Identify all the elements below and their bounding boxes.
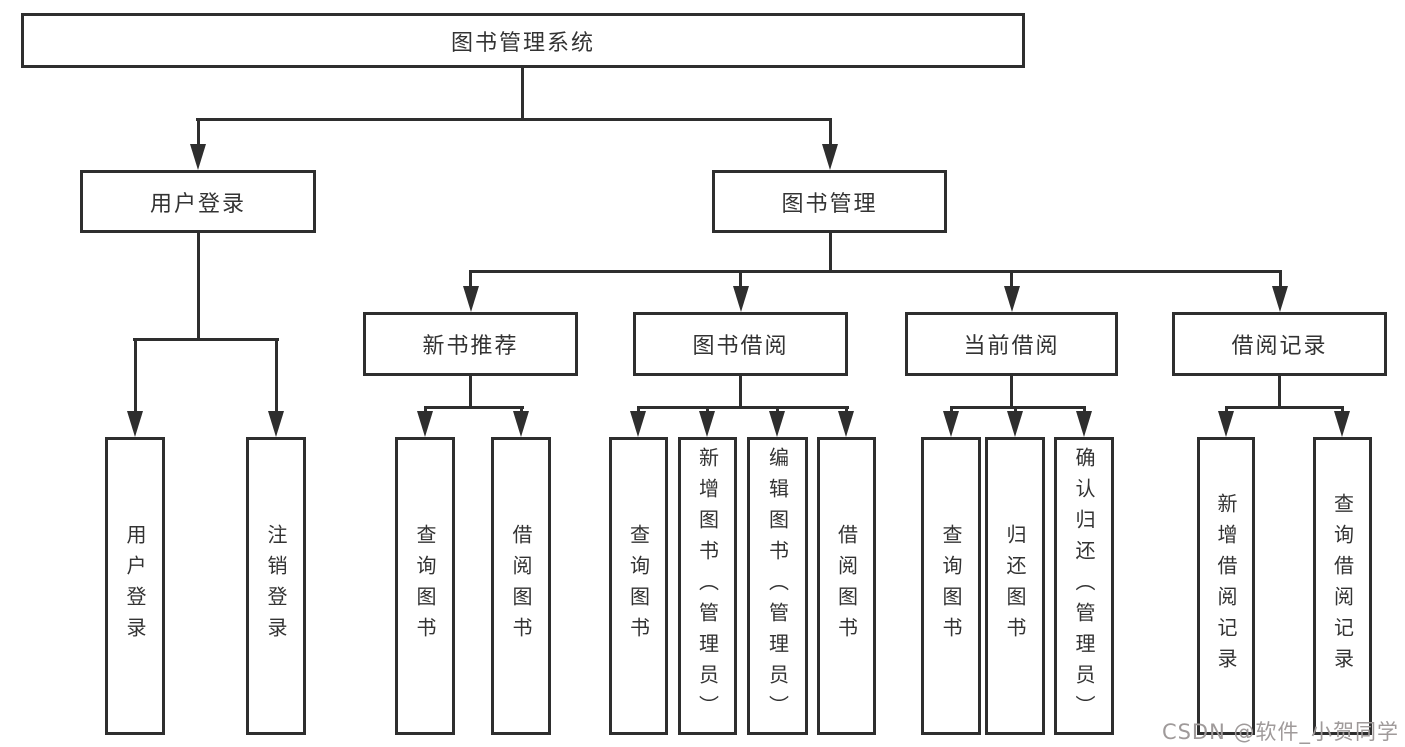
leaf-label: 查询图书 xyxy=(939,524,963,648)
arrowhead-down-icon xyxy=(1218,411,1234,437)
leaf-label: 查询图书 xyxy=(413,524,437,648)
arrowhead-down-icon xyxy=(769,411,785,437)
connector-borrow-records-stem xyxy=(1278,376,1281,408)
connector-user-login-stem xyxy=(197,233,200,338)
connector-book-borrow-bus xyxy=(637,406,849,409)
arrowhead-down-icon xyxy=(943,411,959,437)
connector-leaf-stem xyxy=(845,406,848,413)
node-library-management-system: 图书管理系统 xyxy=(21,13,1025,68)
arrowhead-down-icon xyxy=(268,411,284,437)
connector-leaf-stem xyxy=(776,406,779,413)
leaf-label: 新增图书（管理员） xyxy=(695,446,720,726)
arrowhead-down-icon xyxy=(190,144,206,170)
leaf-query-books-current: 查询图书 xyxy=(921,437,981,735)
node-current-borrowing: 当前借阅 xyxy=(905,312,1118,376)
connector-to-borrow-records xyxy=(1279,270,1282,290)
connector-new-book-bus xyxy=(424,406,524,409)
connector-book-mgmt-bus xyxy=(469,270,1282,273)
connector-to-current-borrow xyxy=(1010,270,1013,290)
leaf-label: 查询图书 xyxy=(626,524,651,648)
leaf-add-books-admin: 新增图书（管理员） xyxy=(678,437,737,735)
leaf-query-books-recommend: 查询图书 xyxy=(395,437,455,735)
leaf-label: 新增借阅记录 xyxy=(1214,493,1238,679)
node-label: 用户登录 xyxy=(149,191,246,217)
connector-to-new-book xyxy=(469,270,472,290)
arrowhead-down-icon xyxy=(417,411,433,437)
leaf-label: 编辑图书（管理员） xyxy=(765,446,790,726)
arrowhead-down-icon xyxy=(1334,411,1350,437)
leaf-label: 用户登录 xyxy=(123,524,147,648)
node-label: 图书借阅 xyxy=(692,334,789,359)
node-label: 当前借阅 xyxy=(963,334,1060,359)
leaf-user-login: 用户登录 xyxy=(105,437,165,735)
leaf-logout: 注销登录 xyxy=(246,437,306,735)
connector-to-user-login xyxy=(197,118,200,146)
arrowhead-down-icon xyxy=(1076,411,1092,437)
arrowhead-down-icon xyxy=(463,286,479,312)
leaf-label: 注销登录 xyxy=(264,524,288,648)
node-label: 借阅记录 xyxy=(1231,334,1328,359)
node-label: 图书管理系统 xyxy=(450,30,595,56)
connector-leaf-stem xyxy=(706,406,709,413)
node-borrowing-records: 借阅记录 xyxy=(1172,312,1387,376)
leaf-borrow-books: 借阅图书 xyxy=(817,437,876,735)
arrowhead-down-icon xyxy=(838,411,854,437)
arrowhead-down-icon xyxy=(699,411,715,437)
arrowhead-down-icon xyxy=(127,411,143,437)
leaf-edit-books-admin: 编辑图书（管理员） xyxy=(747,437,808,735)
connector-leaf-stem xyxy=(950,406,953,413)
arrowhead-down-icon xyxy=(1272,286,1288,312)
connector-borrow-records-bus xyxy=(1225,406,1344,409)
leaf-query-borrow-record: 查询借阅记录 xyxy=(1313,437,1372,735)
connector-book-borrow-stem xyxy=(739,376,742,408)
connector-current-borrow-stem xyxy=(1010,376,1013,408)
connector-book-mgmt-stem xyxy=(829,233,832,273)
arrowhead-down-icon xyxy=(1007,411,1023,437)
connector-new-book-stem xyxy=(469,376,472,408)
leaf-return-books: 归还图书 xyxy=(985,437,1045,735)
node-user-login: 用户登录 xyxy=(80,170,316,233)
node-book-borrowing: 图书借阅 xyxy=(633,312,848,376)
arrowhead-down-icon xyxy=(630,411,646,437)
connector-leaf-stem xyxy=(1341,406,1344,413)
leaf-label: 查询借阅记录 xyxy=(1330,493,1355,679)
leaf-confirm-return-admin: 确认归还（管理员） xyxy=(1054,437,1114,735)
arrowhead-down-icon xyxy=(733,286,749,312)
leaf-query-books-borrow: 查询图书 xyxy=(609,437,668,735)
connector-leaf-stem xyxy=(520,406,523,413)
connector-user-login-bus xyxy=(133,338,279,341)
connector-current-borrow-bus xyxy=(950,406,1086,409)
connector-root-bus xyxy=(196,118,832,121)
connector-leaf-stem xyxy=(1225,406,1228,413)
node-label: 图书管理 xyxy=(781,191,878,217)
leaf-add-borrow-record: 新增借阅记录 xyxy=(1197,437,1255,735)
arrowhead-down-icon xyxy=(513,411,529,437)
leaf-label: 归还图书 xyxy=(1003,524,1027,648)
arrowhead-down-icon xyxy=(1004,286,1020,312)
connector-to-book-management xyxy=(829,118,832,146)
csdn-watermark: CSDN @软件_小贺同学 xyxy=(1161,720,1399,744)
node-book-management: 图书管理 xyxy=(712,170,947,233)
leaf-label: 借阅图书 xyxy=(834,524,859,648)
connector-to-leaf-user-login xyxy=(134,338,137,413)
connector-leaf-stem xyxy=(637,406,640,413)
connector-to-leaf-logout xyxy=(275,338,278,413)
connector-to-book-borrow xyxy=(739,270,742,290)
leaf-label: 借阅图书 xyxy=(509,524,533,648)
leaf-label: 确认归还（管理员） xyxy=(1072,446,1096,726)
connector-leaf-stem xyxy=(1014,406,1017,413)
node-new-book-recommendation: 新书推荐 xyxy=(363,312,578,376)
connector-leaf-stem xyxy=(424,406,427,413)
connector-root-stem xyxy=(521,68,524,118)
connector-leaf-stem xyxy=(1083,406,1086,413)
leaf-borrow-books-recommend: 借阅图书 xyxy=(491,437,551,735)
node-label: 新书推荐 xyxy=(422,334,519,359)
arrowhead-down-icon xyxy=(822,144,838,170)
